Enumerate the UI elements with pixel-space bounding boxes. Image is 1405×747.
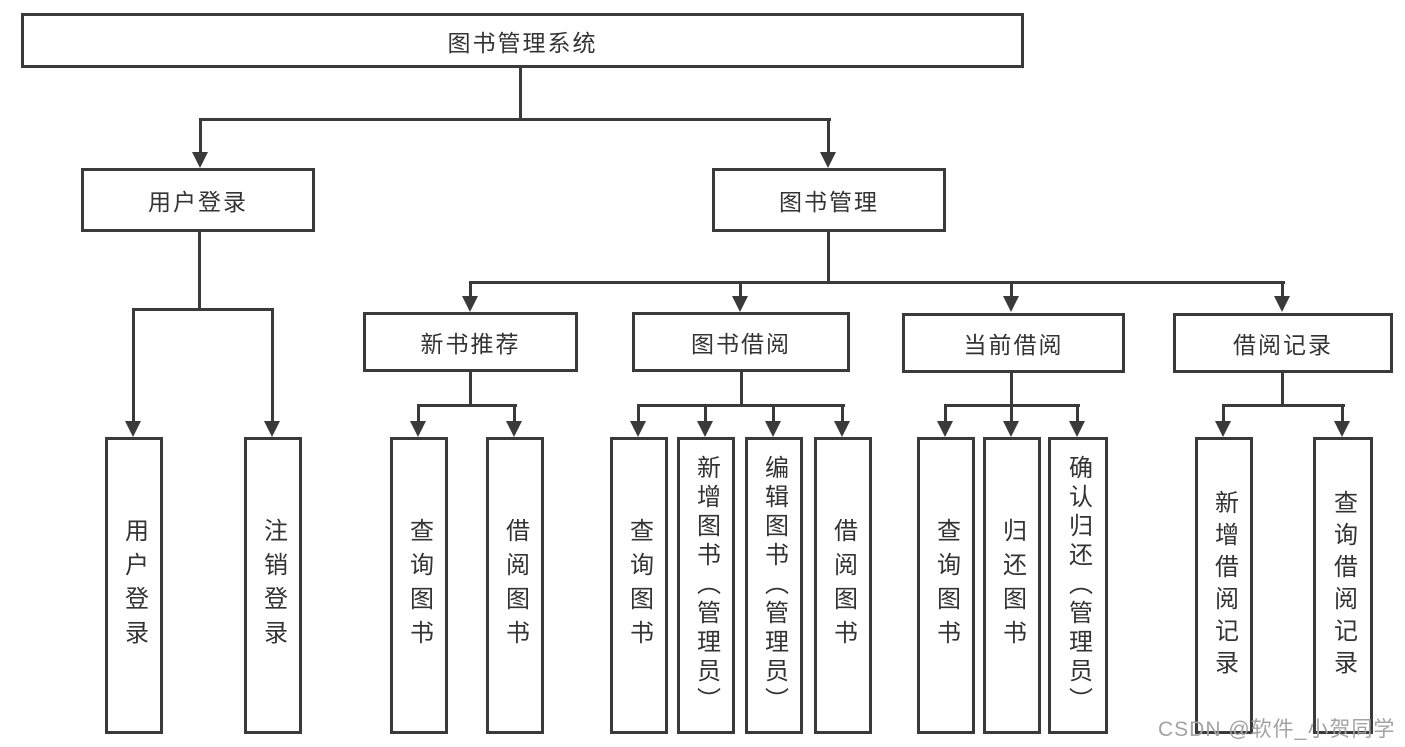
arrow-head [264, 421, 280, 437]
arrow-head [630, 421, 646, 437]
connector-drop [271, 308, 274, 423]
arrow-head [1215, 421, 1231, 437]
connector-drop [469, 281, 472, 296]
leaf-query-books-borrow: 查询图书 [610, 437, 668, 734]
arrow-head [834, 421, 850, 437]
node-book-management: 图书管理 [712, 168, 946, 232]
leaf-borrow-books: 借阅图书 [814, 437, 872, 734]
node-new-book-recommend: 新书推荐 [363, 312, 578, 372]
connector-drop [513, 404, 516, 423]
connector-root-stem [519, 68, 522, 121]
leaf-logout: 注销登录 [244, 437, 302, 734]
connector-drop [1010, 404, 1013, 423]
connector-drop [199, 118, 202, 154]
connector-drop [739, 281, 742, 296]
node-root-library-system: 图书管理系统 [21, 13, 1024, 68]
arrow-head [506, 421, 522, 437]
arrow-head [462, 296, 478, 312]
leaf-user-login: 用户登录 [105, 437, 163, 734]
leaf-query-books-newbook: 查询图书 [390, 437, 448, 734]
connector-newbook-stem [469, 372, 472, 406]
connector-userlogin-rail [132, 308, 274, 311]
connector-bookmgmt-stem [827, 232, 830, 284]
node-borrow-record: 借阅记录 [1173, 313, 1393, 373]
node-label: 用户登录 [148, 189, 248, 215]
leaf-confirm-return-admin: 确认归还（管理员） [1048, 437, 1108, 734]
connector-drop [841, 404, 844, 423]
node-label: 图书管理系统 [447, 29, 598, 56]
arrow-head [820, 152, 836, 168]
arrow-head [192, 152, 208, 168]
arrow-head [765, 421, 781, 437]
connector-currentborrow-stem [1010, 373, 1013, 406]
arrow-head [410, 421, 426, 437]
connector-bookborrow-stem [740, 372, 743, 406]
arrow-head [697, 421, 713, 437]
connector-borrowrecord-rail [1222, 404, 1345, 407]
leaf-add-borrow-record: 新增借阅记录 [1195, 437, 1253, 734]
arrow-head [1003, 296, 1019, 312]
arrow-head [732, 296, 748, 312]
connector-bookmgmt-rail [469, 281, 1285, 284]
connector-drop [637, 404, 640, 423]
connector-newbook-rail [417, 404, 517, 407]
arrow-head [1003, 421, 1019, 437]
csdn-watermark: CSDN @软件_小贺同学 [1158, 718, 1396, 741]
connector-drop [1010, 281, 1013, 296]
leaf-query-borrow-record: 查询借阅记录 [1313, 437, 1373, 734]
arrow-head [125, 421, 141, 437]
connector-drop [1341, 404, 1344, 423]
leaf-edit-books-admin: 编辑图书（管理员） [745, 437, 803, 734]
connector-drop [827, 118, 830, 154]
leaf-return-books: 归还图书 [983, 437, 1041, 734]
connector-bookborrow-rail [637, 404, 845, 407]
arrow-head [937, 421, 953, 437]
leaf-borrow-books-newbook: 借阅图书 [486, 437, 544, 734]
connector-borrowrecord-stem [1281, 373, 1284, 406]
connector-drop [1281, 281, 1284, 296]
connector-drop [417, 404, 420, 423]
node-label: 图书借阅 [691, 331, 791, 357]
arrow-head [1274, 296, 1290, 312]
leaf-add-books-admin: 新增图书（管理员） [677, 437, 735, 734]
connector-drop [944, 404, 947, 423]
connector-drop [132, 308, 135, 423]
connector-drop [1222, 404, 1225, 423]
arrow-head [1069, 421, 1085, 437]
node-label: 图书管理 [779, 189, 879, 215]
node-book-borrow: 图书借阅 [632, 312, 850, 372]
node-user-login: 用户登录 [81, 168, 315, 232]
node-label: 新书推荐 [420, 331, 521, 357]
connector-drop [772, 404, 775, 423]
node-label: 借阅记录 [1233, 332, 1333, 358]
connector-userlogin-stem [198, 232, 201, 310]
node-label: 当前借阅 [963, 332, 1064, 358]
connector-drop [1076, 404, 1079, 423]
connector-root-rail [199, 118, 831, 121]
leaf-query-books-current: 查询图书 [917, 437, 975, 734]
connector-drop [704, 404, 707, 423]
node-current-borrow: 当前借阅 [902, 313, 1125, 373]
arrow-head [1334, 421, 1350, 437]
